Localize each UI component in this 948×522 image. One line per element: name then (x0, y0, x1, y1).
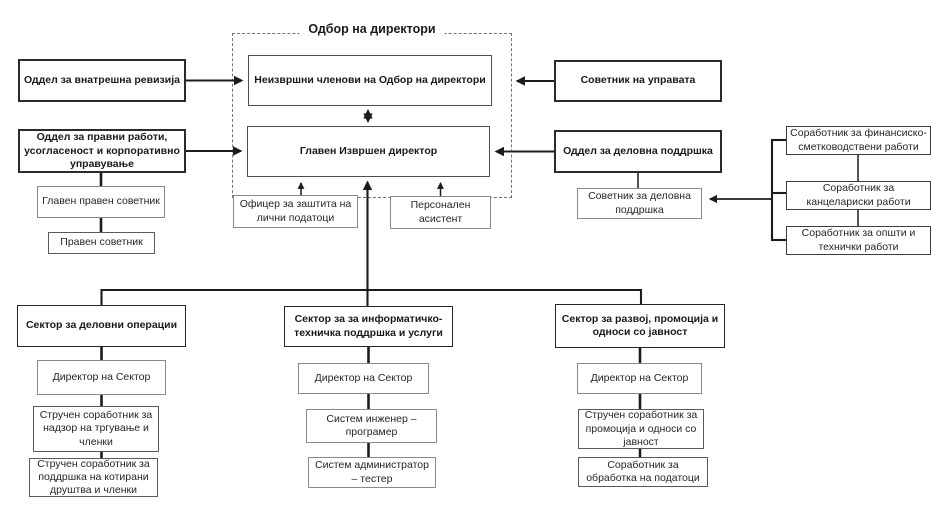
box-internal-audit-dept: Оддел за внатрешна ревизија (18, 59, 186, 102)
box-personal-assistant: Персонален асистент (390, 196, 491, 229)
box-business-support-advisor: Советник за деловна поддршка (577, 188, 702, 219)
box-sector3-role-promotion: Стручен соработник за промоција и односи… (578, 409, 704, 449)
box-sector-it: Сектор за за информатичко-техничка поддр… (284, 306, 453, 347)
box-legal-advisor: Правен советник (48, 232, 155, 254)
box-sector1-director: Директор на Сектор (37, 360, 166, 395)
box-legal-dept: Оддел за правни работи, усогласеност и к… (18, 129, 186, 173)
box-sector3-role-data-processing: Соработник за обработка на податоци (578, 457, 708, 487)
box-associate-general: Соработник за општи и технички работи (786, 226, 931, 255)
box-business-support-dept: Оддел за деловна поддршка (554, 130, 722, 173)
box-sector2-role-system-engineer: Систем инженер – програмер (306, 409, 437, 443)
box-ceo: Главен Извршен директор (247, 126, 490, 177)
box-management-advisor: Советник на управата (554, 60, 722, 102)
box-associate-finance: Соработник за финансиско-сметководствени… (786, 126, 931, 155)
box-data-protection-officer: Офицер за заштита на лични податоци (233, 195, 358, 228)
board-group-title: Одбор на директори (299, 22, 445, 37)
box-associate-office: Соработник за канцелариски работи (786, 181, 931, 210)
box-sector-development: Сектор за развој, промоција и односи со … (555, 304, 725, 348)
box-sector-operations: Сектор за деловни операции (17, 305, 186, 347)
box-non-executive-members: Неизвршни членови на Одбор на директори (248, 55, 492, 106)
box-sector1-role-listed-companies: Стручен соработник за поддршка на котира… (29, 458, 158, 497)
box-sector3-director: Директор на Сектор (577, 363, 702, 394)
box-sector2-director: Директор на Сектор (298, 363, 429, 394)
box-sector1-role-trading-supervision: Стручен соработник за надзор на тргување… (33, 406, 159, 452)
box-chief-legal-advisor: Главен правен советник (37, 186, 165, 218)
board-of-directors-group: Одбор на директори (232, 22, 512, 198)
box-sector2-role-system-administrator: Систем администратор – тестер (308, 457, 436, 488)
